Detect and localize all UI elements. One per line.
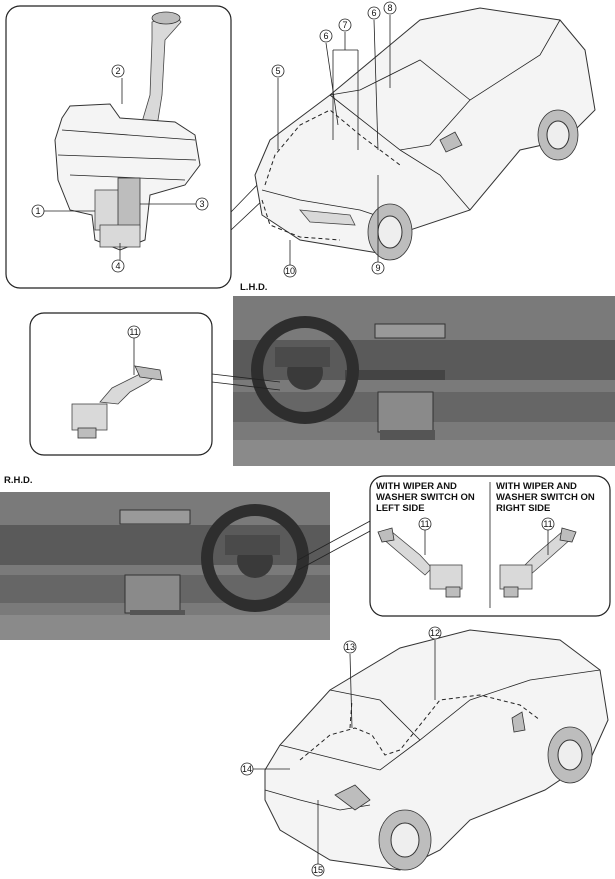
callout-11-left-side: 11 [420, 519, 429, 529]
callout-7: 7 [342, 20, 347, 30]
callout-1: 1 [35, 206, 40, 216]
callout-6-left: 6 [323, 31, 328, 41]
callout-4: 4 [115, 261, 120, 271]
lhd-switch-inset: 11 [29, 312, 213, 456]
left-side-caption-line-2: WASHER SWITCH ON [376, 492, 475, 503]
callout-10: 10 [285, 266, 295, 276]
lhd-dashboard-illustration [233, 296, 615, 466]
callout-13: 13 [345, 642, 355, 652]
callout-11-lhd: 11 [129, 327, 138, 337]
callout-11-right-side: 11 [543, 519, 552, 529]
callout-6-right: 6 [371, 8, 376, 18]
rhd-dashboard-illustration [0, 492, 330, 640]
callout-8: 8 [387, 3, 392, 13]
callout-14: 14 [242, 764, 252, 774]
callout-3: 3 [199, 199, 204, 209]
left-side-caption-line-1: WITH WIPER AND [376, 481, 457, 492]
right-side-caption-line-1: WITH WIPER AND [496, 481, 577, 492]
front-car-illustration: 5 6 6 7 8 9 10 [254, 1, 596, 278]
rhd-switch-inset: WITH WIPER AND WASHER SWITCH ON LEFT SID… [369, 475, 611, 617]
right-side-caption-line-3: RIGHT SIDE [496, 503, 550, 514]
callout-12: 12 [430, 628, 440, 638]
lhd-label: L.H.D. [240, 282, 267, 293]
rhd-label: R.H.D. [4, 475, 33, 486]
callout-2: 2 [115, 66, 120, 76]
callout-15: 15 [313, 865, 323, 875]
rear-car-illustration: 12 13 14 15 [240, 626, 609, 877]
callout-9: 9 [375, 263, 380, 273]
callout-5: 5 [275, 66, 280, 76]
right-side-caption-line-2: WASHER SWITCH ON [496, 492, 595, 503]
left-side-caption-line-3: LEFT SIDE [376, 503, 425, 514]
washer-tank-inset: 2 1 3 4 [5, 5, 232, 289]
